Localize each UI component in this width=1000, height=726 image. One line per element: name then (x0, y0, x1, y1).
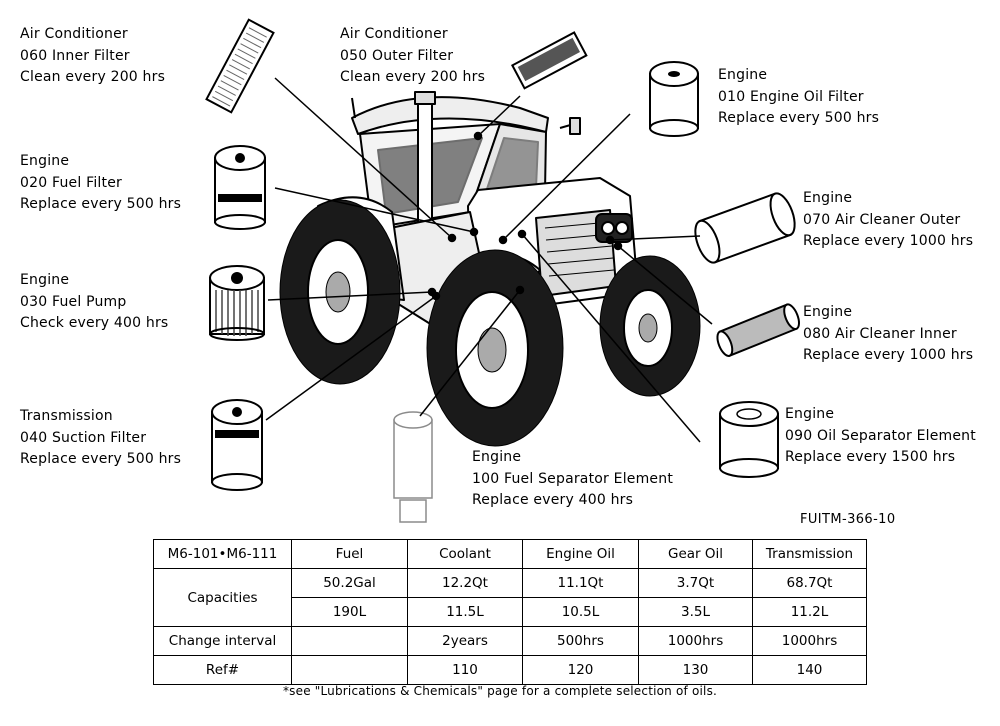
air-cleaner-inner-icon (716, 303, 801, 358)
rear-right-wheel (426, 249, 564, 447)
table-row: Ref# 110 120 130 140 (153, 655, 867, 685)
callout-line: Engine (803, 190, 853, 206)
callout-line: 030 Fuel Pump (20, 293, 127, 310)
callout-line: 060 Inner Filter (20, 47, 130, 64)
oil-separator-icon (719, 401, 779, 478)
table-cell: 3.7Qt (638, 568, 753, 598)
column-header: Coolant (407, 539, 523, 569)
callout-line: Replace every 1000 hrs (803, 233, 974, 249)
fuel-separator-icon (393, 411, 433, 523)
callout-line: 080 Air Cleaner Inner (803, 325, 957, 342)
callout-050: Air Conditioner 050 Outer Filter Clean e… (340, 24, 485, 89)
rear-left-wheel (279, 199, 401, 385)
callout-020: Engine 020 Fuel Filter Replace every 500… (20, 151, 181, 216)
figure-code: FUITM-366-10 (800, 512, 896, 527)
table-cell: 11.5L (407, 597, 523, 627)
callout-line: 020 Fuel Filter (20, 174, 122, 191)
table-cell: 1000hrs (752, 626, 867, 656)
fuel-pump-icon (209, 265, 265, 341)
callout-100: Engine 100 Fuel Separator Element Replac… (472, 447, 673, 512)
table-cell: 11.1Qt (522, 568, 639, 598)
table-cell (291, 626, 408, 656)
callout-line: Engine (785, 406, 835, 422)
inner-filter-icon (205, 18, 275, 114)
callout-060: Air Conditioner 060 Inner Filter Clean e… (20, 24, 165, 89)
model-cell: M6-101•M6-111 (153, 539, 292, 569)
leader-lines (265, 77, 713, 443)
callout-line: Replace every 500 hrs (20, 196, 182, 212)
callout-090: Engine 090 Oil Separator Element Replace… (785, 404, 976, 469)
table-cell: 11.2L (752, 597, 867, 627)
outer-filter-icon (510, 31, 588, 90)
table-cell: 120 (522, 655, 639, 685)
callout-line: 050 Outer Filter (340, 47, 454, 64)
callout-line: Air Conditioner (20, 26, 128, 42)
table-cell: 2years (407, 626, 523, 656)
table-header-row: M6-101•M6-111 Fuel Coolant Engine Oil Ge… (153, 539, 867, 569)
callout-080: Engine 080 Air Cleaner Inner Replace eve… (803, 302, 973, 367)
table-cell: 130 (638, 655, 753, 685)
callout-line: Engine (803, 304, 853, 320)
callout-line: 100 Fuel Separator Element (472, 470, 674, 487)
table-cell: 110 (407, 655, 523, 685)
column-header: Gear Oil (638, 539, 753, 569)
table-cell (291, 655, 408, 685)
callout-line: Replace every 500 hrs (718, 110, 880, 126)
table-cell: 10.5L (522, 597, 639, 627)
fuel-filter-icon (214, 145, 266, 230)
engine-oil-filter-icon (649, 61, 699, 137)
callout-line: 070 Air Cleaner Outer (803, 211, 961, 228)
callout-line: Clean every 200 hrs (340, 69, 486, 85)
callout-line: Engine (20, 153, 70, 169)
callout-line: Replace every 1000 hrs (803, 347, 974, 363)
callout-line: 010 Engine Oil Filter (718, 88, 864, 105)
callout-line: Clean every 200 hrs (20, 69, 166, 85)
column-header: Transmission (752, 539, 867, 569)
table-row: Capacities 50.2Gal 12.2Qt 11.1Qt 3.7Qt 6… (153, 568, 867, 627)
footnote: *see "Lubrications & Chemicals" page for… (282, 684, 718, 698)
capacities-table: M6-101•M6-111 Fuel Coolant Engine Oil Ge… (153, 539, 867, 685)
callout-line: Air Conditioner (340, 26, 448, 42)
table-cell: 50.2Gal (291, 568, 408, 598)
callout-line: Engine (718, 67, 768, 83)
callout-line: Transmission (20, 408, 113, 424)
callout-line: Replace every 1500 hrs (785, 449, 956, 465)
front-wheel (599, 255, 701, 397)
callout-line: Engine (20, 272, 70, 288)
callout-line: Replace every 500 hrs (20, 451, 182, 467)
table-cell: 12.2Qt (407, 568, 523, 598)
row-label: Capacities (153, 568, 292, 627)
table-cell: 190L (291, 597, 408, 627)
row-label: Change interval (153, 626, 292, 656)
air-cleaner-outer-icon (694, 192, 796, 264)
callout-030: Engine 030 Fuel Pump Check every 400 hrs (20, 270, 168, 335)
callout-line: Replace every 400 hrs (472, 492, 634, 508)
column-header: Engine Oil (522, 539, 639, 569)
callout-line: 040 Suction Filter (20, 429, 147, 446)
table-cell: 500hrs (522, 626, 639, 656)
table-cell: 68.7Qt (752, 568, 867, 598)
tractor-diagram (205, 18, 801, 523)
suction-filter-icon (211, 399, 263, 491)
callout-line: Engine (472, 449, 522, 465)
table-cell: 3.5L (638, 597, 753, 627)
callout-040: Transmission 040 Suction Filter Replace … (20, 406, 181, 471)
callout-line: 090 Oil Separator Element (785, 427, 976, 444)
table-cell: 140 (752, 655, 867, 685)
callout-line: Check every 400 hrs (20, 315, 169, 331)
column-header: Fuel (291, 539, 408, 569)
callout-010: Engine 010 Engine Oil Filter Replace eve… (718, 65, 879, 130)
table-cell: 1000hrs (638, 626, 753, 656)
row-label: Ref# (153, 655, 292, 685)
callout-070: Engine 070 Air Cleaner Outer Replace eve… (803, 188, 973, 253)
table-row: Change interval 2years 500hrs 1000hrs 10… (153, 626, 867, 656)
